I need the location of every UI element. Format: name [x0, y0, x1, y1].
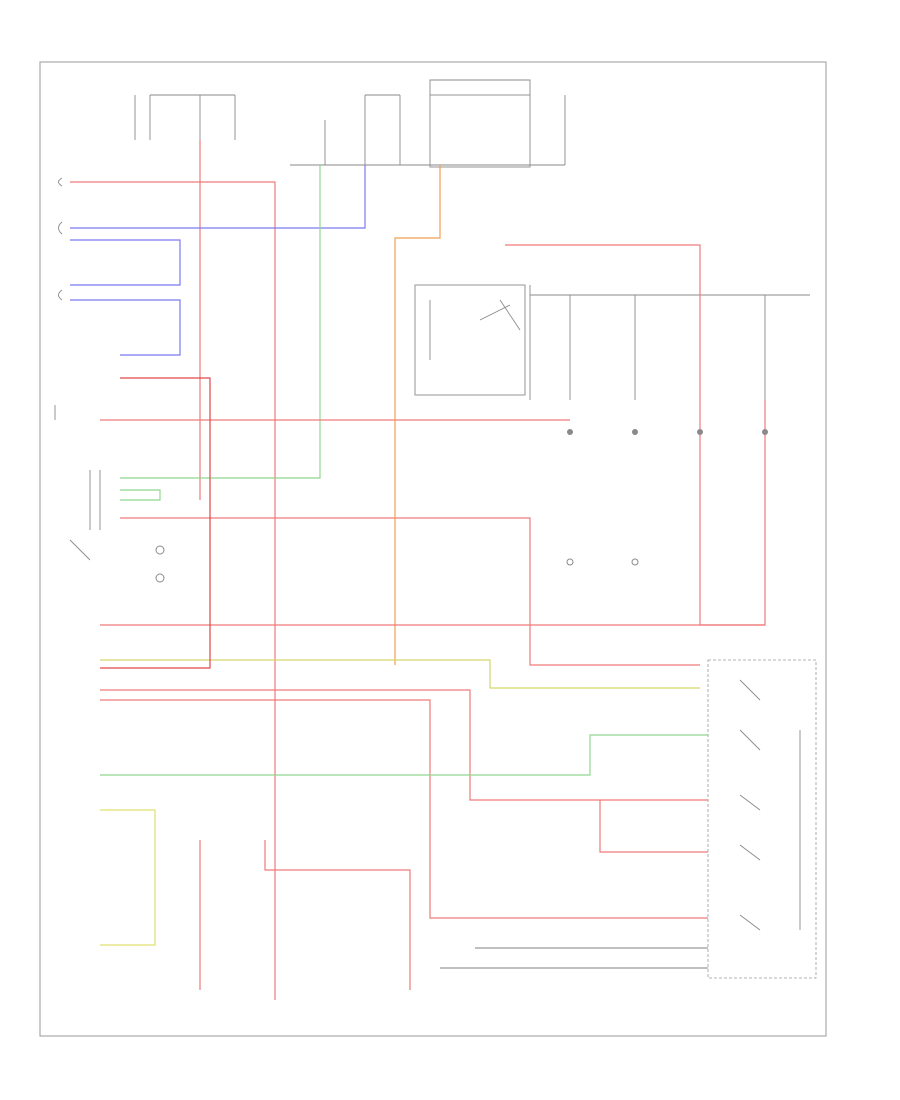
red-wire-engine-1 — [100, 689, 708, 801]
red-wire-top — [70, 181, 276, 1000]
red-wire-engine-2 — [100, 699, 708, 919]
red-wire-engine-3 — [599, 800, 708, 853]
yellow-wire-bottom — [100, 809, 156, 946]
red-wire-right-grid — [699, 295, 766, 626]
green-wire — [120, 165, 321, 479]
blue-wire-lower — [70, 299, 181, 356]
red-wire-bottom-2 — [264, 840, 411, 990]
wire-runs — [70, 140, 766, 1000]
green-wire-short — [120, 489, 161, 501]
blue-wire-upper — [70, 165, 366, 229]
diagram-frame — [39, 61, 827, 1037]
red-wire-horizontal-2 — [120, 517, 700, 666]
red-wire-relay — [505, 244, 701, 295]
left-connector-stubs — [54, 177, 101, 561]
red-wire-bold — [100, 377, 211, 669]
green-wire-engine — [100, 734, 708, 776]
relay-block — [414, 284, 810, 400]
top-fuse-area — [134, 79, 566, 168]
blue-wire-loop — [70, 239, 181, 286]
component-markers — [155, 429, 768, 583]
combination-switch-box — [707, 659, 817, 979]
orange-wire — [394, 165, 441, 665]
yellow-green-wire — [100, 659, 700, 689]
